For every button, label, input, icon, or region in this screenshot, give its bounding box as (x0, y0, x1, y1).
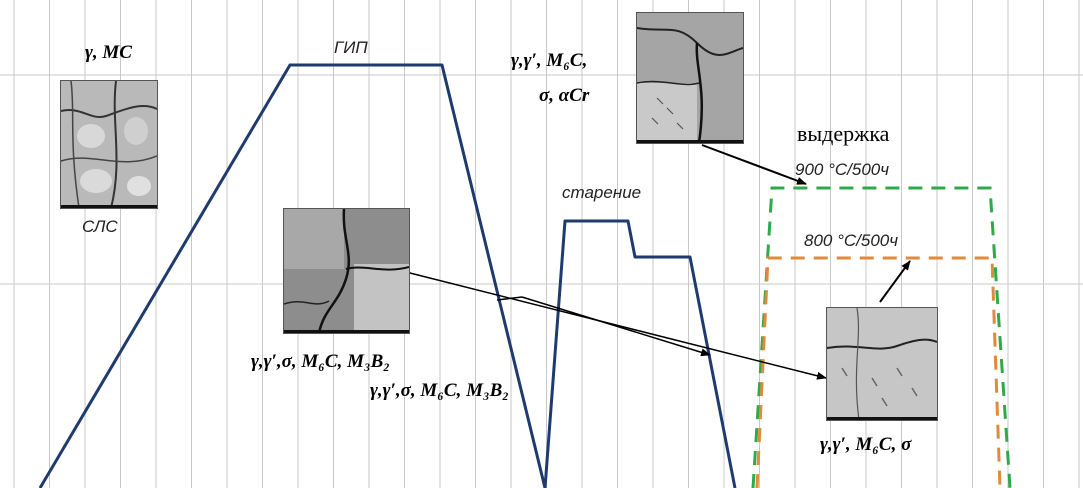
hold-900-curve (751, 186, 1012, 488)
slm-micrograph (60, 80, 158, 209)
hip-phases-label: γ,γ′,σ, M₆C, M₃B₂ (251, 351, 390, 372)
slm-label: СЛС (82, 217, 118, 236)
scale-bar (637, 140, 743, 143)
scale-bar (284, 330, 409, 333)
arrow-hip2-to-curve (521, 296, 711, 357)
arrow-aging-to-900 (701, 144, 807, 185)
scale-bar (61, 205, 157, 208)
arrow-hip-to-hold (405, 271, 827, 380)
hold-micrograph (826, 307, 938, 421)
hip-micrograph (283, 208, 410, 334)
process-curve (38, 63, 737, 488)
aging-label: старение (562, 183, 642, 202)
aging-micrograph (636, 12, 744, 144)
hold-label: выдержка (797, 121, 890, 146)
hold-900-label: 900 °C/500ч (795, 160, 890, 179)
hip-phases-label-2: γ,γ′,σ, M₆C, M₃B₂ (370, 380, 509, 401)
arrow-hip2-tail (496, 296, 523, 301)
hold-800-curve (755, 256, 1002, 488)
slm-phases-label: γ, MC (85, 42, 132, 63)
hip-label: ГИП (334, 38, 368, 57)
hold-800-label: 800 °C/500ч (804, 231, 899, 250)
aging-phases-line2: σ, αCr (539, 85, 590, 106)
aging-phases-line1: γ,γ′, M₆C, (511, 50, 588, 71)
arrow-hold-micrograph-to-800 (879, 260, 911, 303)
scale-bar (827, 417, 937, 420)
hold-phases-label: γ,γ′, M₆C, σ (820, 434, 912, 455)
